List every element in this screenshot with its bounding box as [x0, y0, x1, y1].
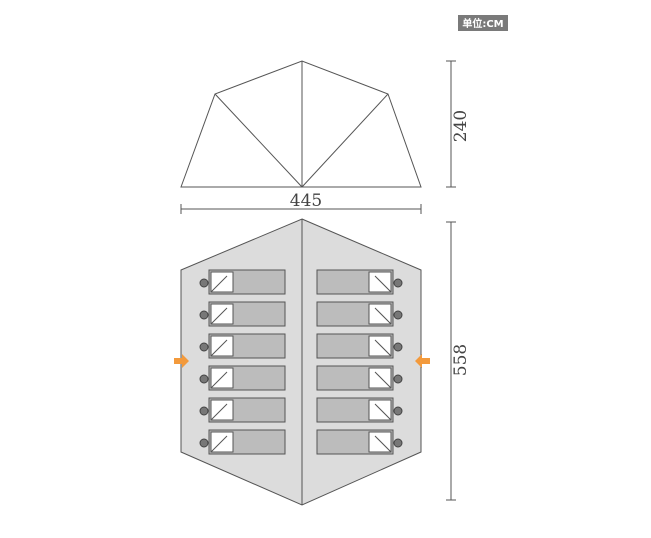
orange-arrow-icon: [415, 354, 430, 368]
floor-outline: [180, 218, 422, 506]
person-head-icon: [199, 278, 209, 288]
height-dimension: [446, 60, 456, 188]
person-head-icon: [199, 406, 209, 416]
sheet-fold-line: [210, 435, 228, 453]
sheet-fold-line: [210, 371, 228, 389]
person-head-icon: [393, 310, 403, 320]
unit-badge: 单位:CM: [458, 15, 508, 31]
person-head-icon: [393, 438, 403, 448]
sheet-fold-line: [210, 403, 228, 421]
person-head-icon: [393, 342, 403, 352]
sheet-fold-line: [210, 339, 228, 357]
sheet-fold-line: [210, 307, 228, 325]
sheet-fold-line: [210, 275, 228, 293]
sleeping-bags: [199, 269, 403, 455]
floor-plan: [180, 218, 422, 506]
width-label: 445: [290, 191, 322, 211]
front-elevation: [180, 60, 422, 188]
unit-label: 单位:CM: [462, 17, 503, 30]
person-head-icon: [199, 438, 209, 448]
person-head-icon: [393, 374, 403, 384]
person-head-icon: [199, 310, 209, 320]
length-dimension: [446, 221, 456, 501]
sleeping-bag: [199, 429, 286, 455]
sleeping-bag: [199, 365, 286, 391]
front-elevation-outline: [180, 60, 422, 188]
right-frame-line: [301, 93, 389, 188]
sleeping-bag: [199, 269, 286, 295]
sheet-fold-line: [374, 371, 392, 389]
length-label: 558: [451, 344, 471, 376]
sleeping-bag: [316, 365, 403, 391]
sleeping-bag: [316, 301, 403, 327]
sleeping-bag: [199, 301, 286, 327]
sleeping-bag: [199, 333, 286, 359]
orange-arrow-icon: [174, 354, 189, 368]
entrance-arrow-right: [415, 354, 430, 368]
sheet-fold-line: [374, 307, 392, 325]
person-head-icon: [199, 342, 209, 352]
person-head-icon: [393, 278, 403, 288]
sheet-fold-line: [374, 275, 392, 293]
person-head-icon: [199, 374, 209, 384]
sleeping-bag: [316, 269, 403, 295]
sheet-fold-line: [374, 339, 392, 357]
sheet-fold-line: [374, 403, 392, 421]
sleeping-bag: [316, 429, 403, 455]
unit-badge-background: [458, 15, 508, 31]
left-frame-line: [214, 93, 303, 188]
entrance-arrow-left: [174, 354, 189, 368]
sleeping-bag: [199, 397, 286, 423]
sleeping-bag: [316, 397, 403, 423]
height-label: 240: [451, 110, 471, 142]
width-dimension: [180, 204, 422, 214]
sheet-fold-line: [374, 435, 392, 453]
sleeping-bag: [316, 333, 403, 359]
person-head-icon: [393, 406, 403, 416]
